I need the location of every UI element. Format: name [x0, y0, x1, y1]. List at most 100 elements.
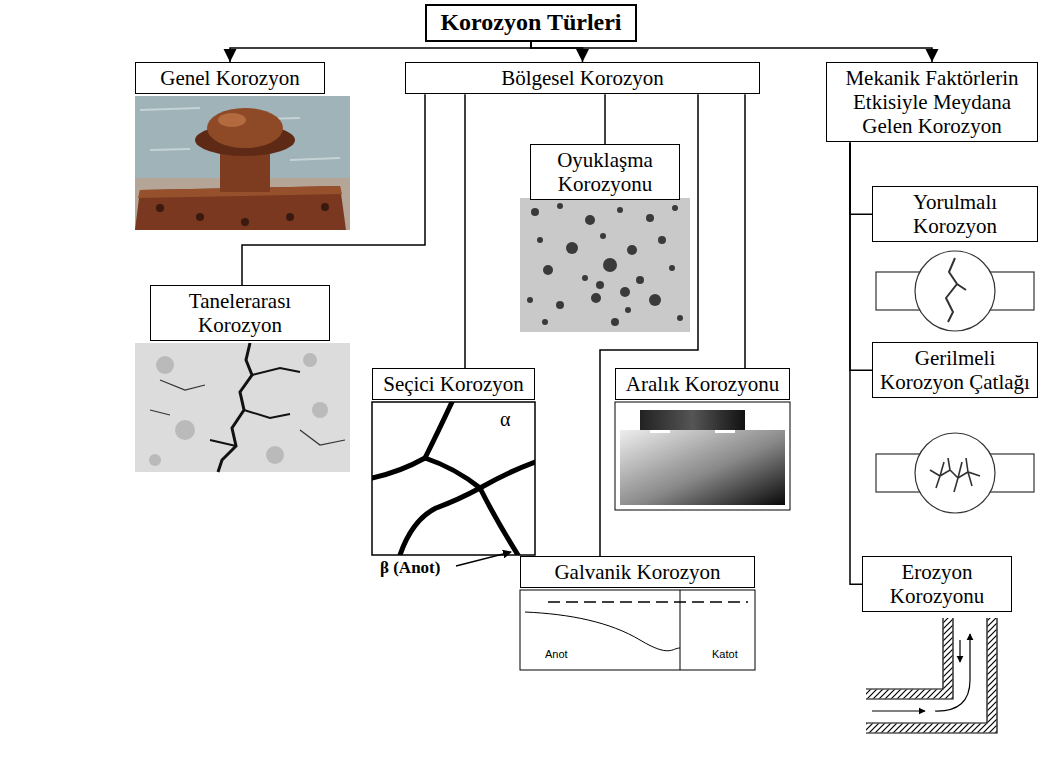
pitting-photo — [620, 287, 630, 297]
selective-grain-figure — [372, 402, 535, 555]
intergranular-photo — [266, 446, 284, 464]
erosion-pipe-figure — [866, 618, 992, 728]
pitting-photo — [611, 318, 619, 326]
intergranular-photo — [135, 343, 350, 472]
node-label: Aralık Korozyonu — [620, 372, 785, 396]
fatigue-figure — [915, 251, 995, 331]
pitting-photo — [527, 203, 683, 326]
crevice-figure — [615, 402, 790, 510]
corrosion-type-box: Seçici Korozyon — [372, 368, 535, 400]
node-label: Seçici Korozyon — [377, 372, 530, 396]
pitting-photo — [677, 315, 683, 321]
arrow-connector — [531, 42, 583, 62]
rusty-bollard-photo — [286, 213, 294, 221]
pitting-photo — [543, 265, 553, 275]
rusty-bollard-photo — [207, 108, 283, 148]
pitting-photo — [585, 215, 595, 225]
rusty-bollard-photo — [135, 96, 350, 230]
intergranular-photo — [150, 380, 345, 445]
galvanic-figure — [680, 590, 681, 670]
arrow-connector — [230, 42, 531, 62]
intergranular-photo — [218, 343, 252, 472]
erosion-pipe-figure — [866, 618, 997, 733]
pitting-photo — [672, 205, 678, 211]
erosion-pipe-figure — [866, 618, 997, 733]
pitting-photo — [566, 242, 578, 254]
pitting-photo — [520, 198, 690, 332]
intergranular-photo — [312, 402, 328, 418]
intergranular-photo — [149, 353, 328, 466]
branch-line — [744, 94, 746, 368]
corrosion-type-box: Aralık Korozyonu — [615, 368, 790, 400]
erosion-pipe-figure — [935, 634, 970, 711]
galvanic-figure — [520, 590, 755, 670]
crevice-figure — [715, 430, 735, 433]
selective-grain-figure — [372, 458, 425, 478]
root-box: Korozyon Türleri — [425, 4, 637, 42]
selective-grain-figure — [425, 402, 452, 458]
corrosion-type-box: Bölgesel Korozyon — [405, 62, 760, 94]
selective-grain-figure — [400, 488, 480, 555]
erosion-pipe-figure — [872, 710, 925, 711]
pitting-photo — [627, 245, 637, 255]
node-label: Gerilmeli Korozyon Çatlağı — [877, 346, 1033, 394]
rusty-bollard-photo — [196, 213, 204, 221]
pitting-photo — [658, 236, 666, 244]
selective-grain-figure — [425, 458, 480, 488]
node-label: Tanelerarası Korozyon — [155, 289, 325, 337]
node-label: Korozyon Türleri — [431, 9, 631, 37]
branch-line — [850, 142, 872, 370]
crevice-figure — [615, 402, 790, 510]
stress-crack-figure — [876, 433, 1034, 513]
electrode-label: Katot — [712, 648, 738, 661]
pitting-photo — [557, 203, 563, 209]
stress-crack-figure — [930, 458, 980, 492]
pitting-photo — [649, 294, 661, 306]
rusty-bollard-photo — [241, 218, 249, 226]
node-label: Erozyon Korozyonu — [867, 560, 1007, 608]
erosion-pipe-figure — [866, 618, 948, 694]
crevice-figure — [650, 430, 670, 433]
galvanic-figure — [548, 601, 748, 603]
branch-line — [242, 94, 425, 285]
leader-arrow — [456, 552, 511, 566]
phase-label: α — [500, 408, 510, 431]
intergranular-photo — [135, 343, 350, 472]
corrosion-type-box: Yorulmalı Korozyon — [872, 186, 1038, 242]
arrow-connector — [531, 42, 932, 62]
galvanic-figure — [520, 590, 755, 670]
pitting-photo — [527, 297, 533, 303]
pitting-photo — [669, 265, 675, 271]
node-label: Bölgesel Korozyon — [410, 66, 755, 90]
crevice-figure — [620, 430, 785, 505]
branch-line — [850, 142, 862, 584]
corrosion-type-box: Oyuklaşma Korozyonu — [530, 144, 680, 200]
corrosion-type-box: Gerilmeli Korozyon Çatlağı — [872, 342, 1038, 398]
corrosion-type-box: Erozyon Korozyonu — [862, 556, 1012, 612]
pitting-photo — [542, 319, 548, 325]
crevice-figure — [640, 410, 745, 430]
pitting-photo — [636, 276, 644, 284]
rusty-bollard-photo — [156, 204, 164, 212]
intergranular-photo — [210, 368, 300, 446]
rusty-bollard-photo — [135, 186, 346, 230]
pitting-photo — [556, 301, 564, 309]
rusty-bollard-photo — [321, 203, 329, 211]
corrosion-type-box: Genel Korozyon — [135, 62, 325, 94]
galvanic-figure — [525, 612, 680, 651]
pitting-photo — [617, 207, 623, 213]
intergranular-photo — [303, 353, 317, 367]
pitting-photo — [537, 237, 543, 243]
branch-line — [604, 94, 606, 144]
pitting-photo — [603, 258, 617, 272]
fatigue-figure — [946, 258, 966, 322]
corrosion-type-box: Tanelerarası Korozyon — [150, 285, 330, 341]
pitting-photo — [520, 198, 690, 332]
pitting-photo — [531, 208, 539, 216]
corrosion-type-box: Mekanik Faktörlerin Etkisiyle Meydana Ge… — [826, 62, 1038, 142]
node-label: Galvanik Korozyon — [525, 560, 750, 584]
stress-crack-figure — [915, 433, 995, 513]
node-label: Genel Korozyon — [140, 66, 320, 90]
intergranular-photo — [175, 420, 195, 440]
